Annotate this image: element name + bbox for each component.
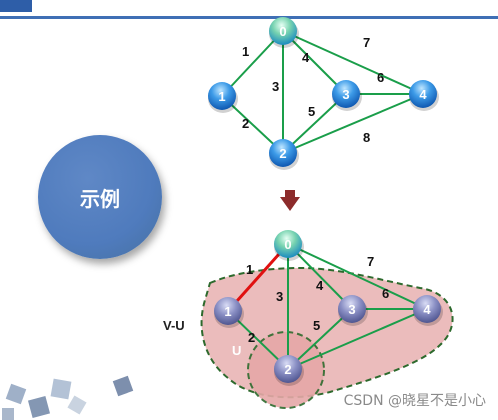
top-node-4: 4 xyxy=(409,80,439,111)
top-node-3: 3 xyxy=(332,80,362,111)
top-node-1: 1 xyxy=(208,82,238,113)
top-node-0: 0 xyxy=(269,17,299,48)
top-edge-weight-3-4: 6 xyxy=(377,70,384,85)
top-edge-0-3 xyxy=(282,30,347,95)
example-label: 示例 xyxy=(80,186,120,211)
top-edge-weight-2-4: 8 xyxy=(363,130,370,145)
bottom-edge-weight-2-3: 5 xyxy=(313,318,320,333)
bottom-node-0: 0 xyxy=(274,230,304,261)
bottom-node-label-2: 2 xyxy=(284,362,291,377)
bottom-node-label-4: 4 xyxy=(423,302,431,317)
top-node-label-4: 4 xyxy=(419,87,427,102)
bottom-edge-2-3 xyxy=(287,308,353,370)
top-edge-weight-0-3: 4 xyxy=(302,50,310,65)
bottom-edge-2-4 xyxy=(287,308,428,370)
top-node-label-1: 1 xyxy=(218,89,225,104)
bottom-edge-0-1 xyxy=(226,242,290,313)
top-graph-nodes: 0 1 2 3 4 xyxy=(208,17,439,170)
bottom-edge-0-4 xyxy=(287,243,428,310)
top-node-2: 2 xyxy=(269,139,299,170)
top-edge-0-1 xyxy=(221,30,284,97)
bottom-node-1: 1 xyxy=(214,297,244,328)
top-edge-2-4 xyxy=(282,93,424,154)
example-badge: 示例 xyxy=(38,135,162,259)
v-minus-u-label: V-U xyxy=(163,318,185,333)
bottom-graph-edges: 1 3 4 7 2 5 6 xyxy=(226,242,428,370)
top-edge-weight-2-3: 5 xyxy=(308,104,315,119)
top-node-label-0: 0 xyxy=(279,24,286,39)
u-label: U xyxy=(232,343,241,358)
top-graph-edges: 1 3 4 7 2 5 6 8 xyxy=(221,30,424,154)
down-arrow-icon xyxy=(280,190,300,211)
bottom-edge-weight-0-3: 4 xyxy=(316,278,324,293)
top-edge-2-3 xyxy=(282,93,347,154)
bottom-node-2: 2 xyxy=(274,355,304,386)
top-node-label-2: 2 xyxy=(279,146,286,161)
bottom-node-3: 3 xyxy=(338,295,368,326)
bottom-edge-weight-1-2: 2 xyxy=(248,330,255,345)
bottom-node-label-0: 0 xyxy=(284,237,291,252)
top-edge-weight-1-2: 2 xyxy=(242,116,249,131)
decorative-cubes-icon xyxy=(2,375,134,420)
bottom-graph-nodes: 0 1 2 3 4 xyxy=(214,230,443,386)
top-edge-weight-0-1: 1 xyxy=(242,44,249,59)
bottom-edge-0-3 xyxy=(287,243,353,310)
top-edge-0-4 xyxy=(282,30,424,95)
watermark: CSDN @晓星不是小心 xyxy=(343,393,486,409)
corner-logo xyxy=(0,0,32,12)
bottom-edge-weight-0-4: 7 xyxy=(367,254,374,269)
bottom-edge-weight-0-1: 1 xyxy=(246,262,253,277)
bottom-node-label-3: 3 xyxy=(348,302,355,317)
bottom-edge-weight-0-2: 3 xyxy=(276,289,283,304)
top-node-label-3: 3 xyxy=(342,87,349,102)
top-edge-weight-0-4: 7 xyxy=(363,35,370,50)
bottom-node-label-1: 1 xyxy=(224,304,231,319)
bottom-edge-weight-3-4: 6 xyxy=(382,286,389,301)
bottom-node-4: 4 xyxy=(413,295,443,326)
header-divider xyxy=(0,16,498,19)
top-edge-weight-0-2: 3 xyxy=(272,79,279,94)
